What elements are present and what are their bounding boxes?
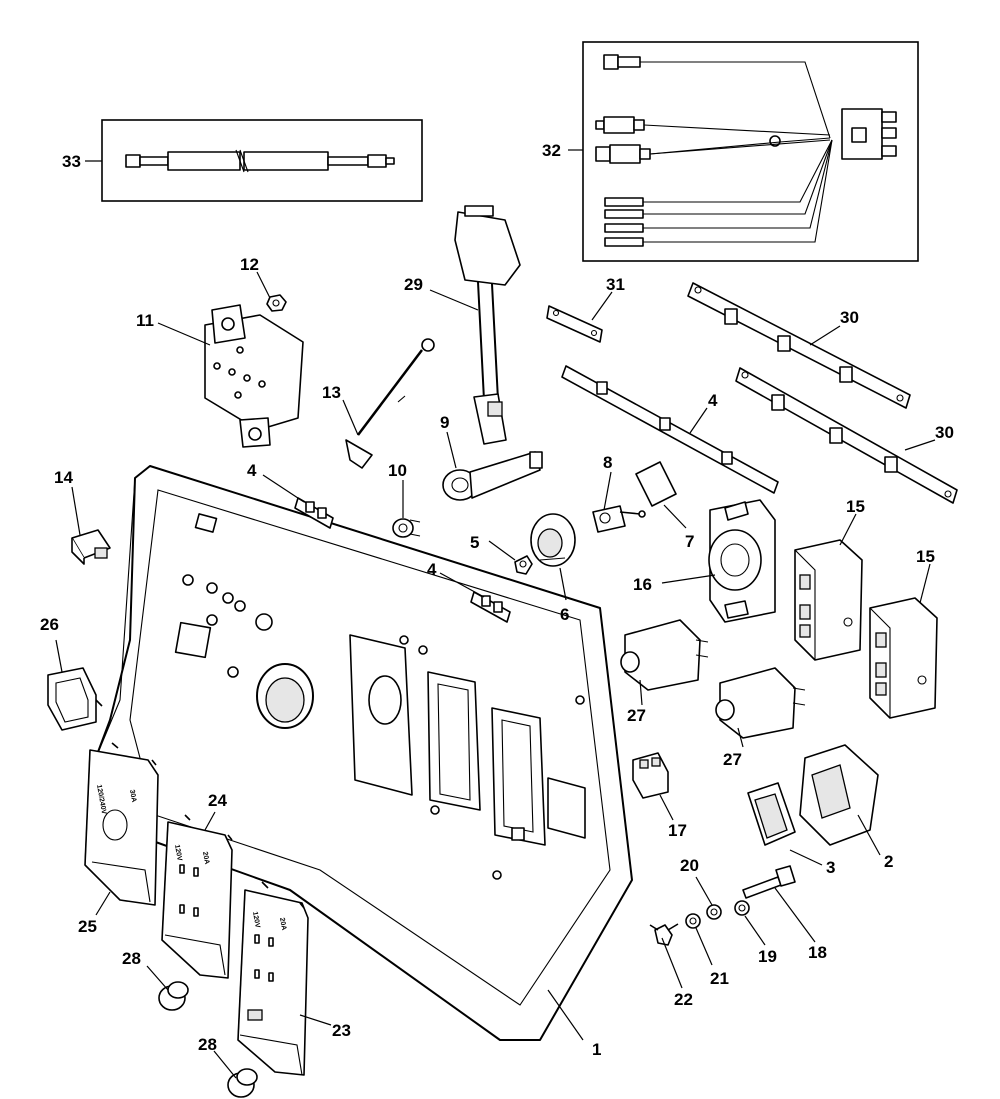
part-17-connector xyxy=(632,752,669,799)
callout-18: 18 xyxy=(808,943,827,962)
callout-20: 20 xyxy=(680,856,699,875)
part-27-breaker-upper xyxy=(620,619,709,691)
part-15-gfci-lower xyxy=(869,597,938,719)
callout-28a: 28 xyxy=(122,949,141,968)
callout-4c: 4 xyxy=(708,391,718,410)
part-5-key xyxy=(514,555,533,575)
p23-amps-text: 20A xyxy=(278,917,287,931)
p23-voltage-text: 120V xyxy=(251,911,261,929)
callout-23: 23 xyxy=(332,1021,351,1040)
part-16-twist-lock-receptacle xyxy=(708,499,776,623)
callout-14: 14 xyxy=(54,468,73,487)
callout-30b: 30 xyxy=(935,423,954,442)
callout-28b: 28 xyxy=(198,1035,217,1054)
callout-30a: 30 xyxy=(840,308,859,327)
callout-25: 25 xyxy=(78,917,97,936)
part-13-ground-wire xyxy=(345,338,435,469)
callout-15b: 15 xyxy=(916,547,935,566)
part-4-bracket-small-b xyxy=(470,591,511,623)
part-28-cap-upper xyxy=(158,981,189,1011)
part-25-outlet-cover: 120/240V 30A xyxy=(84,742,159,906)
part-26-bezel xyxy=(47,667,103,731)
callout-12: 12 xyxy=(240,255,259,274)
callout-3: 3 xyxy=(826,858,835,877)
part-9-choke xyxy=(442,451,543,501)
part-30-bus-bar-lower xyxy=(735,367,958,504)
callout-26: 26 xyxy=(40,615,59,634)
callout-27b: 27 xyxy=(723,750,742,769)
callout-27a: 27 xyxy=(627,706,646,725)
part-10-switch xyxy=(392,518,421,538)
part-4-bracket-small-a xyxy=(294,497,334,529)
part-31-bracket xyxy=(546,305,603,343)
part-27-breaker-lower xyxy=(715,667,806,739)
callout-1: 1 xyxy=(592,1040,601,1059)
callout-8: 8 xyxy=(603,453,612,472)
p25-amps-text: 30A xyxy=(128,789,137,803)
part-19-lock-washer xyxy=(734,900,750,916)
callout-22: 22 xyxy=(674,990,693,1009)
part-6-ignition-switch xyxy=(530,513,576,567)
callout-29: 29 xyxy=(404,275,423,294)
p24-voltage-text: 120V xyxy=(173,844,183,862)
part-12-nut xyxy=(266,294,287,312)
callout-16: 16 xyxy=(633,575,652,594)
callout-9: 9 xyxy=(440,413,449,432)
leader-lines xyxy=(55,149,936,1079)
part-32-harness-box xyxy=(582,41,919,262)
part-3-rocker-bezel xyxy=(747,782,796,846)
callout-5: 5 xyxy=(470,533,479,552)
callout-24: 24 xyxy=(208,791,227,810)
part-21-washer xyxy=(685,913,701,929)
callout-13: 13 xyxy=(322,383,341,402)
part-7-plate xyxy=(635,461,677,507)
callout-15a: 15 xyxy=(846,497,865,516)
callout-4b: 4 xyxy=(427,560,437,579)
callout-2: 2 xyxy=(884,852,893,871)
callout-19: 19 xyxy=(758,947,777,966)
part-18-bolt xyxy=(742,865,796,899)
part-29-regulator xyxy=(454,205,521,445)
part-14-rocker xyxy=(71,529,111,565)
callout-6: 6 xyxy=(560,605,569,624)
callout-17: 17 xyxy=(668,821,687,840)
part-23-outlet-cover: 120V 20A xyxy=(237,881,309,1076)
callout-11: 11 xyxy=(136,311,154,330)
callout-21: 21 xyxy=(710,969,729,988)
callout-10: 10 xyxy=(388,461,407,480)
part-2-rocker-switch xyxy=(799,744,879,846)
part-22-wing-nut xyxy=(649,923,679,946)
callout-labels: 33 32 1 2 3 4 4 4 5 6 7 8 9 10 11 12 13 … xyxy=(40,141,954,1059)
part-8-breaker-switch xyxy=(592,505,646,533)
callout-32: 32 xyxy=(542,141,561,160)
callout-7: 7 xyxy=(685,532,694,551)
part-24-outlet-cover: 120V 20A xyxy=(161,814,233,979)
part-30-bus-bar-upper xyxy=(687,282,911,409)
part-20-washer xyxy=(706,904,722,920)
part-4-bracket-long xyxy=(561,365,779,494)
part-28-cap-lower xyxy=(227,1068,258,1098)
callout-4a: 4 xyxy=(247,461,257,480)
callout-33: 33 xyxy=(62,152,81,171)
p24-amps-text: 20A xyxy=(201,851,210,865)
callout-31: 31 xyxy=(606,275,625,294)
part-15-gfci-upper xyxy=(794,539,863,661)
part-11-module xyxy=(204,304,304,448)
part-33-harness-box xyxy=(101,119,423,202)
